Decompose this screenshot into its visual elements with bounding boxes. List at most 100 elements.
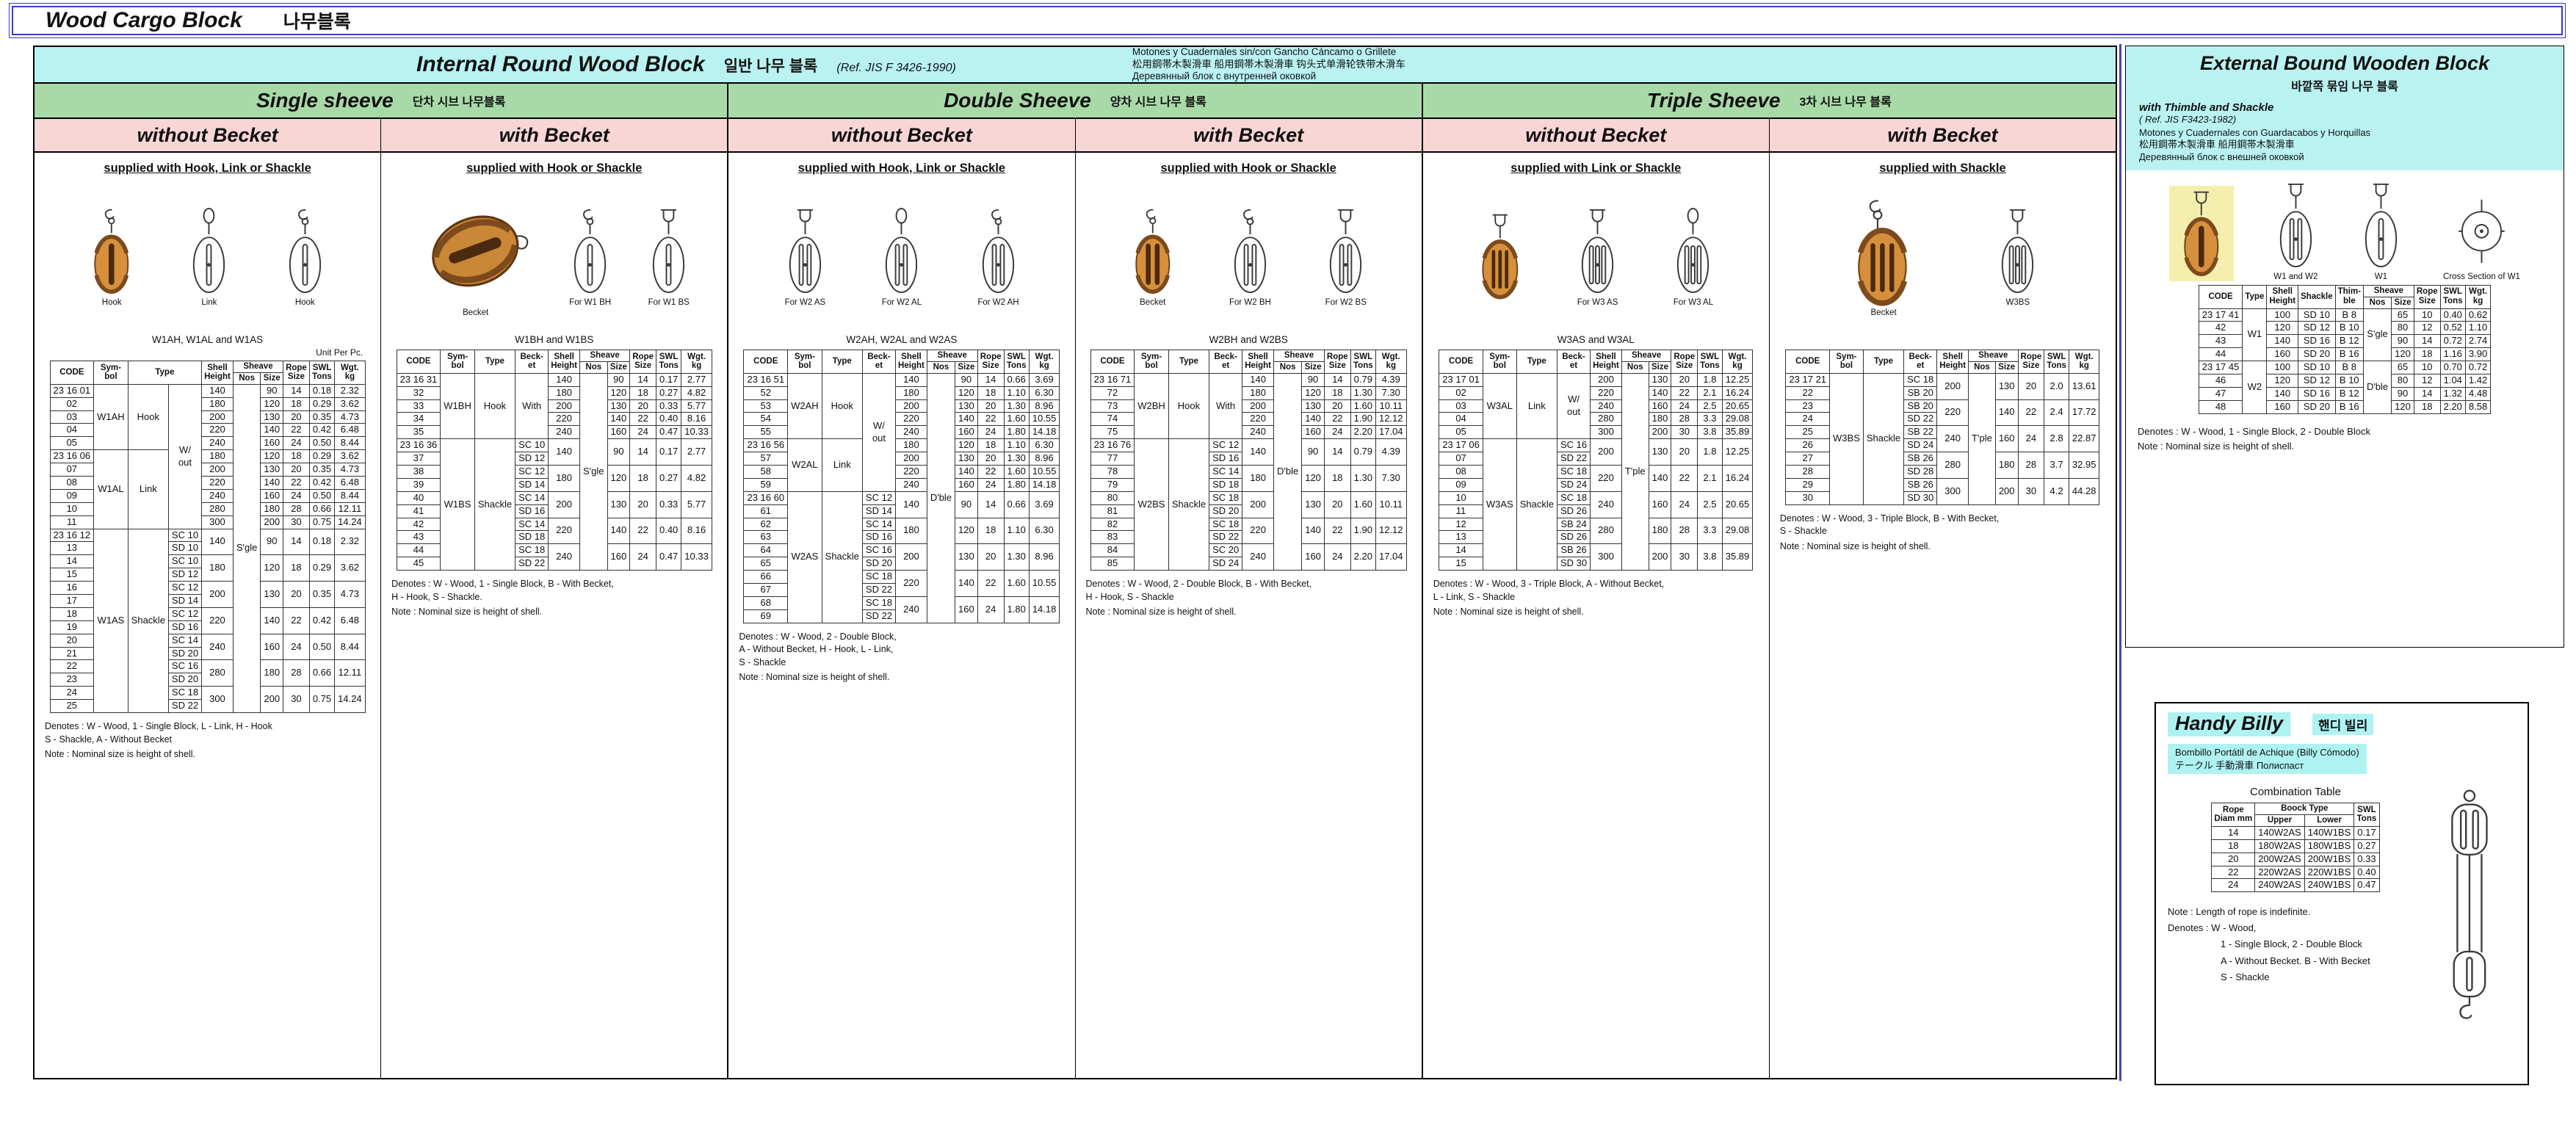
cell: 10 bbox=[1439, 491, 1483, 505]
cell: 0.17 bbox=[655, 372, 682, 387]
cell: 240 bbox=[895, 477, 927, 492]
cell: 140 bbox=[955, 570, 978, 597]
cell: 0.17 bbox=[655, 438, 682, 466]
supplied-heading: supplied with Shackle bbox=[1879, 162, 2006, 175]
cell: 14.24 bbox=[334, 515, 366, 529]
header-cell: Sym-bol bbox=[787, 350, 822, 374]
internal-header: Internal Round Wood Block 일반 나무 블록 (Ref.… bbox=[35, 46, 2116, 84]
cell: Link bbox=[127, 449, 169, 529]
cell: 18 bbox=[977, 438, 1005, 453]
section-title: Double Sheeve bbox=[944, 89, 1091, 112]
figure-label: Becket bbox=[463, 308, 489, 317]
cell: 20.65 bbox=[1721, 491, 1754, 518]
cell: 18 bbox=[283, 397, 310, 411]
internal-title: Internal Round Wood Block bbox=[416, 52, 705, 76]
cell: 200W1BS bbox=[2304, 852, 2355, 866]
cell: 220W2AS bbox=[2254, 865, 2305, 880]
external-subtitle: with Thimble and Shackle bbox=[2139, 101, 2274, 114]
section-title-korean: 단차 시브 나무블록 bbox=[412, 96, 506, 109]
cell: 130 bbox=[1994, 372, 2019, 400]
denotes-line: S - Shackle, A - Without Becket bbox=[45, 734, 172, 745]
cell: 8.16 bbox=[681, 412, 712, 427]
cell: 1.8 bbox=[1697, 438, 1723, 466]
double-block-hook-drawing bbox=[1234, 209, 1267, 293]
blue-divider bbox=[2119, 44, 2121, 1081]
cell: Shackle bbox=[127, 528, 169, 714]
cell: 37 bbox=[396, 452, 441, 466]
figure-label: W1 and W2 bbox=[2273, 272, 2318, 281]
cell: 24 bbox=[2017, 425, 2045, 453]
cell: 20 bbox=[283, 463, 310, 477]
cell: 0.40 bbox=[2354, 865, 2380, 880]
header-cell: Type bbox=[474, 350, 516, 374]
cell: 1.60 bbox=[1003, 570, 1030, 597]
figure: Becket bbox=[1128, 206, 1178, 307]
cell: 180 bbox=[1242, 386, 1274, 400]
header-cell: Beck-et bbox=[1556, 350, 1591, 374]
cell: 20.65 bbox=[1721, 399, 1754, 413]
cell: 0.50 bbox=[308, 633, 336, 661]
cell: SD 14 bbox=[861, 504, 897, 518]
figure-caption: W2AH, W2AL and W2AS bbox=[846, 334, 958, 345]
cell: 1.30 bbox=[1003, 452, 1030, 466]
cell: 6.48 bbox=[334, 423, 366, 438]
cell: 220 bbox=[548, 412, 581, 427]
cell: 22 bbox=[49, 659, 95, 674]
title-cjk: 松用鋼帯木製滑車 船用鋼帯木製滑車 bbox=[2139, 139, 2295, 151]
cell: With bbox=[1209, 372, 1243, 440]
figure: For W2 BH bbox=[1227, 206, 1273, 307]
header-cell: Sheave bbox=[926, 350, 978, 362]
cell: 200 bbox=[201, 463, 234, 477]
cell: 200W2AS bbox=[2254, 852, 2305, 866]
cell: 59 bbox=[743, 477, 789, 492]
cell: 140 bbox=[1648, 464, 1672, 492]
cell: 44 bbox=[2198, 347, 2243, 362]
cell: 0.35 bbox=[308, 581, 336, 608]
cell: 130 bbox=[607, 491, 631, 518]
figure: Becket bbox=[416, 196, 535, 317]
external-multilingual-titles: Motones y Cuadernales con Guardacabos y … bbox=[2139, 127, 2550, 163]
cell: 0.42 bbox=[308, 423, 336, 438]
cell: 0.29 bbox=[308, 397, 336, 411]
figure-label: Hook bbox=[294, 297, 315, 307]
cell: 90 bbox=[260, 528, 284, 556]
cell: 22 bbox=[629, 412, 656, 427]
cell: 0.47 bbox=[2354, 878, 2380, 893]
header-cell: Beck-et bbox=[1209, 350, 1243, 374]
cell: 16.24 bbox=[1721, 464, 1754, 492]
cell: 14 bbox=[2413, 334, 2441, 349]
cell: 14 bbox=[283, 383, 310, 398]
cell: 32 bbox=[396, 386, 441, 400]
cell: 2.77 bbox=[681, 438, 712, 466]
cell: 23 16 06 bbox=[49, 449, 95, 464]
cell: 220 bbox=[1590, 386, 1622, 400]
cell: 29 bbox=[1785, 477, 1831, 492]
cell: SC 16 bbox=[861, 543, 897, 558]
figure-label: For W2 AH bbox=[977, 297, 1019, 307]
cell: 8.44 bbox=[334, 436, 366, 451]
cell: 130 bbox=[955, 399, 978, 413]
figure-caption: W1AH, W1AL and W1AS bbox=[152, 334, 264, 345]
cell: 220 bbox=[1590, 464, 1622, 492]
cell: 7.30 bbox=[1375, 386, 1407, 400]
denotes-block: Denotes : W - Wood, 3 - Triple Block, A … bbox=[1426, 571, 1766, 619]
cell: 28 bbox=[1785, 464, 1831, 479]
header-cell: Nos bbox=[579, 361, 608, 374]
cell: 200 bbox=[895, 452, 927, 466]
cell: SC 14 bbox=[515, 517, 549, 532]
header-cell: CODE bbox=[1785, 350, 1831, 374]
cell: 90 bbox=[2391, 386, 2414, 401]
cell: 1.10 bbox=[2464, 321, 2492, 336]
cell: SD 22 bbox=[1209, 530, 1243, 545]
